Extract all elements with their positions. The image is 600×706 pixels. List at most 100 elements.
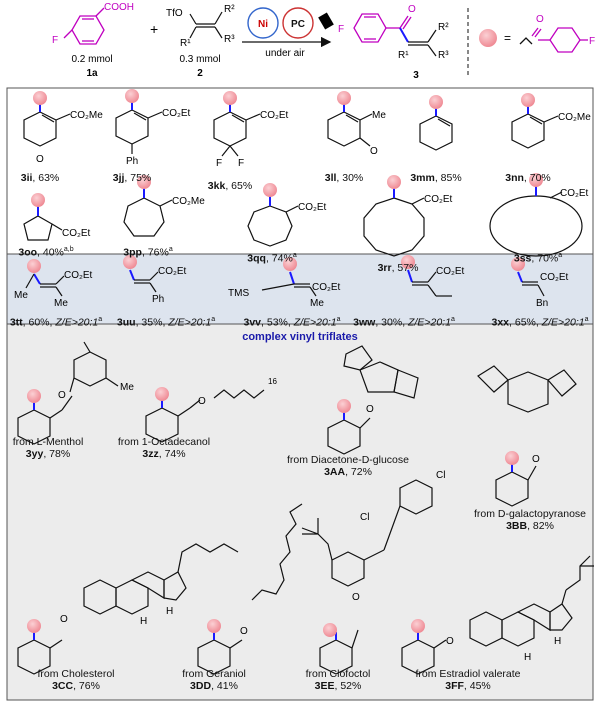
- 3kk-f2: F: [238, 158, 244, 169]
- yield: 82%: [532, 520, 554, 532]
- 3yy-o: O: [58, 390, 66, 401]
- 3AA-o: O: [366, 404, 374, 415]
- structure-3EE: [301, 479, 433, 675]
- 3kk-ester: CO₂Et: [260, 110, 289, 121]
- structure-3xx: [517, 271, 545, 297]
- structure-3ll: [327, 104, 373, 147]
- yield: 76%: [147, 246, 169, 259]
- 3ll-o: O: [370, 146, 378, 157]
- yield: 72%: [350, 466, 372, 478]
- compound-label-3oo: 3oo, 40%a,b: [18, 246, 74, 259]
- spheres-complex: [27, 387, 519, 637]
- panel-complex: [6, 323, 594, 701]
- 3CC-h1: H: [140, 616, 147, 627]
- condition-label: under air: [265, 48, 305, 59]
- structure-3uu: [129, 269, 159, 293]
- structure-3ww: [407, 269, 452, 297]
- 3zz-o: O: [198, 396, 206, 407]
- compound-id: 3nn: [505, 172, 524, 184]
- structure-3ss: [489, 186, 583, 257]
- compound-id: 3qq: [247, 252, 266, 265]
- yield: 65%: [231, 180, 253, 192]
- compound-id: 3jj: [112, 172, 125, 184]
- structure-3kk: [213, 104, 261, 157]
- yield: 85%: [440, 172, 462, 184]
- structure-3AA: [327, 345, 419, 455]
- structure-3tt: [25, 273, 65, 297]
- compound-label-3ww: 3ww, 30%, Z/E>20:1a: [353, 316, 455, 329]
- 3CC-o: O: [60, 614, 68, 625]
- source-label: from Geraniol: [182, 668, 246, 680]
- compound-id: 3ll: [324, 172, 337, 184]
- compound-id: 3ww: [353, 316, 376, 329]
- structure-3ii: [23, 104, 71, 147]
- section-title: complex vinyl triflates: [242, 331, 358, 343]
- equals-sign: =: [504, 31, 511, 45]
- compound-label-3ss: 3ss, 70%a: [513, 252, 563, 265]
- product-r1-label: R¹: [398, 50, 409, 61]
- stereo-ratio: Z/E>20:1: [541, 316, 585, 329]
- 3xx-ester: CO₂Et: [540, 272, 569, 283]
- 3tt-ester: CO₂Et: [64, 270, 93, 281]
- yield: 45%: [469, 680, 491, 692]
- compound-label-3nn: 3nn, 70%: [505, 172, 551, 184]
- yield: 30%: [342, 172, 364, 184]
- yield: 74%: [164, 448, 186, 460]
- structure-3mm: [419, 108, 453, 151]
- footnote-mark: a: [558, 252, 563, 259]
- yield: 41%: [216, 680, 238, 692]
- compound-id: 3yy: [25, 448, 44, 460]
- yield: 78%: [49, 448, 71, 460]
- structure-3DD: [197, 503, 303, 675]
- source-label: from Estradiol valerate: [415, 668, 521, 680]
- footnote-mark: a,b: [63, 246, 74, 253]
- compound-id: 3vv: [243, 316, 262, 329]
- footnote-mark: a: [168, 246, 173, 253]
- compound-label-3xx: 3xx, 65%, Z/E>20:1a: [491, 316, 589, 329]
- reagent1-id: 1a: [86, 68, 98, 79]
- footnote-mark: a: [336, 316, 341, 323]
- 3tt-me2: Me: [54, 298, 68, 309]
- structure-3BB: [477, 365, 577, 507]
- stereo-ratio: Z/E>20:1: [408, 316, 451, 329]
- yield: 57%: [397, 262, 419, 274]
- sphere-legend-icon: [479, 29, 497, 47]
- compound-label-3kk: 3kk, 65%: [207, 180, 253, 192]
- structure-3FF: [401, 555, 594, 675]
- compound-label-3pp: 3pp, 76%a: [123, 246, 173, 259]
- compound-id: 3DD: [190, 680, 212, 692]
- structure-3oo: [23, 206, 63, 241]
- fluoro-label: F: [52, 35, 58, 46]
- yield: 70%: [529, 172, 551, 184]
- compound-id: 3CC: [52, 680, 74, 692]
- source-label: from L-Menthol: [12, 436, 84, 448]
- product-r3-label: R³: [438, 50, 449, 61]
- footnote-mark: a: [584, 316, 589, 323]
- footnote-mark: a: [292, 252, 297, 259]
- compound-id: 3oo: [18, 246, 38, 259]
- compound-label-3ii: 3ii, 63%: [20, 172, 60, 184]
- yield: 63%: [38, 172, 60, 184]
- structure-3yy: [17, 341, 119, 445]
- 3pp-ester: CO₂Me: [172, 196, 205, 207]
- 3EE-cl1: Cl: [360, 512, 369, 523]
- r2-label: R²: [224, 4, 235, 15]
- yield: 75%: [130, 172, 152, 184]
- 3vv-me: Me: [310, 298, 324, 309]
- compound-id: 3uu: [116, 316, 136, 329]
- compound-label-3jj: 3jj, 75%: [112, 172, 152, 184]
- compound-id: 3tt: [9, 316, 23, 329]
- 3EE-o: O: [352, 592, 360, 603]
- compound-id: 3ii: [20, 172, 33, 184]
- footnote-mark: a: [98, 316, 103, 323]
- product-r2-label: R²: [438, 22, 449, 33]
- compound-label-3uu: 3uu, 35%, Z/E>20:1a: [116, 316, 216, 329]
- 3vv-ester: CO₂Et: [312, 282, 341, 293]
- compound-id: 3EE: [314, 680, 335, 692]
- yield: 65%: [514, 316, 536, 329]
